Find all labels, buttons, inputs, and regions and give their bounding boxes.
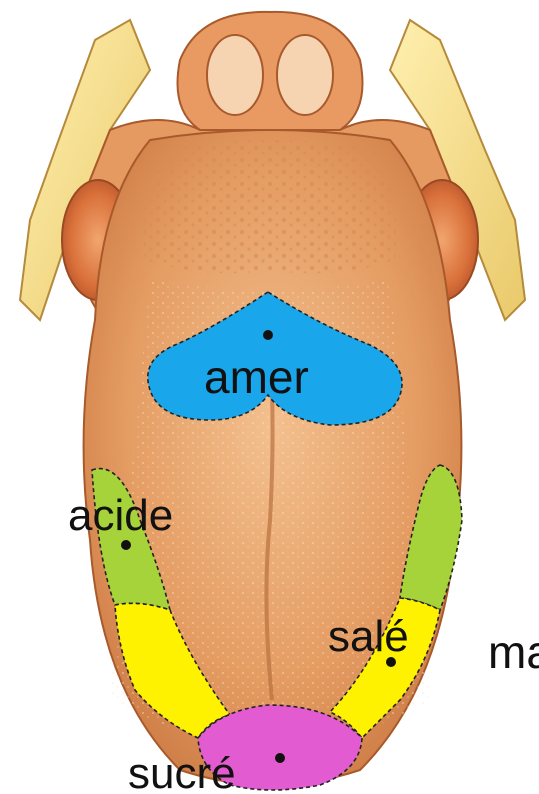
epiglottis-left-fold xyxy=(207,35,263,115)
label-amer: amer xyxy=(204,351,309,403)
sweet-marker xyxy=(275,753,285,763)
label-sale: salé xyxy=(328,612,409,661)
epiglottis xyxy=(178,12,363,130)
sour-marker xyxy=(121,540,131,550)
label-edge-fragment: ma xyxy=(488,626,539,678)
bitter-marker xyxy=(263,330,273,340)
label-sucre: sucré xyxy=(128,749,236,794)
label-acide: acide xyxy=(68,491,173,540)
lingual-papillae-area xyxy=(144,140,396,273)
epiglottis-right-fold xyxy=(277,35,333,115)
